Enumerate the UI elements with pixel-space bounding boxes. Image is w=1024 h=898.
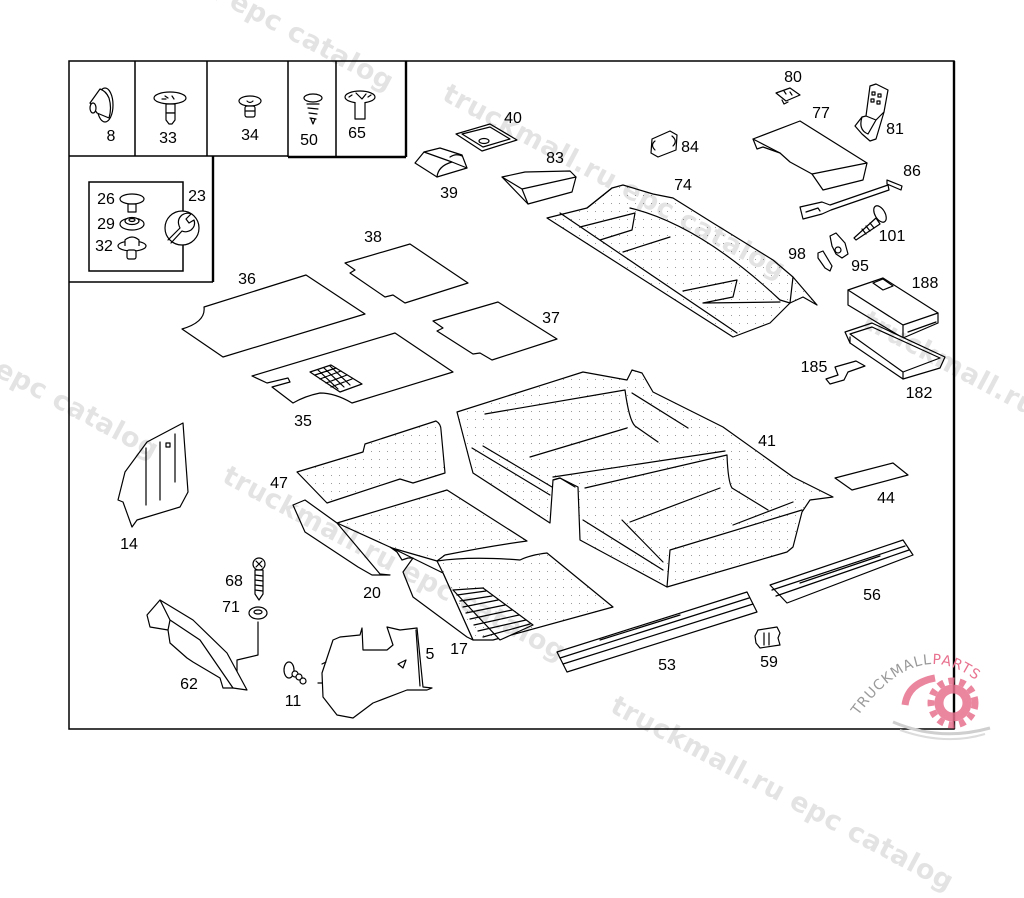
wrench-circle [164,210,200,246]
callout-34[interactable]: 34 [241,127,259,144]
part-33-icon [153,91,187,125]
part-62-shape [146,599,248,691]
callout-17[interactable]: 17 [450,641,468,658]
callout-44[interactable]: 44 [877,490,895,507]
part-68-shape [252,557,266,601]
part-40-shape [455,123,518,152]
part-44-shape [834,462,909,491]
part-29-icon [119,216,145,231]
callout-35[interactable]: 35 [294,413,312,430]
callout-38[interactable]: 38 [364,229,382,246]
part-35-shape [251,332,454,404]
small-parts-table [69,61,408,283]
part-36-shape [181,274,366,358]
callout-39[interactable]: 39 [440,185,458,202]
part-41-shape [456,369,834,588]
callout-26[interactable]: 26 [97,191,115,208]
diagram-canvas: 8 33 34 50 65 26 29 32 23 40 39 83 84 74… [68,60,991,741]
callout-23[interactable]: 23 [188,188,206,205]
callout-182[interactable]: 182 [906,385,933,402]
callout-77[interactable]: 77 [812,105,830,122]
callout-37[interactable]: 37 [542,310,560,327]
part-37-shape [432,301,558,361]
part-59-shape [754,626,781,649]
callout-36[interactable]: 36 [238,271,256,288]
part-65-icon [344,90,376,120]
part-14-shape [117,422,189,528]
logo-swoosh [899,729,986,741]
callout-101[interactable]: 101 [879,228,906,245]
callout-50[interactable]: 50 [300,132,318,149]
part-182-shape [844,322,946,380]
callout-83[interactable]: 83 [546,150,564,167]
callout-47[interactable]: 47 [270,475,288,492]
part-56-shape [769,539,914,604]
callout-185[interactable]: 185 [801,359,828,376]
part-80-shape [775,87,801,105]
callout-29[interactable]: 29 [97,216,115,233]
truckmall-parts-logo: TRUCKMALLPARTS [848,652,991,741]
part-50-icon [303,93,323,125]
callout-68[interactable]: 68 [225,573,243,590]
callout-20[interactable]: 20 [363,585,381,602]
part-83-shape [501,170,577,205]
callout-74[interactable]: 74 [674,177,692,194]
callout-40[interactable]: 40 [504,110,522,127]
part-26-icon [119,193,145,213]
callout-5[interactable]: 5 [426,646,435,663]
gear-icon [901,674,979,729]
callout-95[interactable]: 95 [851,258,869,275]
diagram-frame [68,60,956,730]
callout-98[interactable]: 98 [788,246,806,263]
callout-81[interactable]: 81 [886,121,904,138]
callout-14[interactable]: 14 [120,536,138,553]
part-95-shape [829,232,849,259]
part-53-shape [556,591,758,673]
callout-59[interactable]: 59 [760,654,778,671]
callout-8[interactable]: 8 [107,128,116,145]
callout-71[interactable]: 71 [222,599,240,616]
part-185-shape [825,360,866,385]
part-5-shape [317,626,433,719]
part-74-shape [546,184,818,338]
callout-84[interactable]: 84 [681,139,699,156]
part-8-icon [89,87,114,123]
kit-box [88,181,184,272]
callout-32[interactable]: 32 [95,238,113,255]
callout-188[interactable]: 188 [912,275,939,292]
callout-65[interactable]: 65 [348,125,366,142]
callout-53[interactable]: 53 [658,657,676,674]
wrench-icon [167,212,196,244]
logo-swoosh [892,720,991,736]
part-39-shape [414,147,468,178]
logo-text-accent: PARTS [932,652,983,684]
leader-line-71-62 [236,621,259,673]
callout-11[interactable]: 11 [285,693,302,710]
part-98-shape [817,250,833,272]
callout-41[interactable]: 41 [758,433,776,450]
callout-56[interactable]: 56 [863,587,881,604]
part-47-shape [296,420,446,504]
callout-86[interactable]: 86 [903,163,921,180]
part-77-shape [752,120,868,191]
callout-62[interactable]: 62 [180,676,198,693]
callout-80[interactable]: 80 [784,69,802,86]
part-84-shape [650,130,678,158]
part-81-shape [854,83,889,142]
part-71-shape [248,606,268,620]
part-20-shape [292,489,528,576]
part-38-shape [344,243,469,304]
callout-33[interactable]: 33 [159,130,177,147]
part-32-icon [117,236,147,260]
part-101-shape [853,205,887,241]
part-34-icon [238,95,262,118]
part-86-shape [799,179,903,220]
callouts: 8 33 34 50 65 26 29 32 23 40 39 83 84 74… [95,69,938,710]
part-11-shape [283,661,307,685]
part-17-shape [389,546,614,641]
part-188-shape [847,277,939,339]
